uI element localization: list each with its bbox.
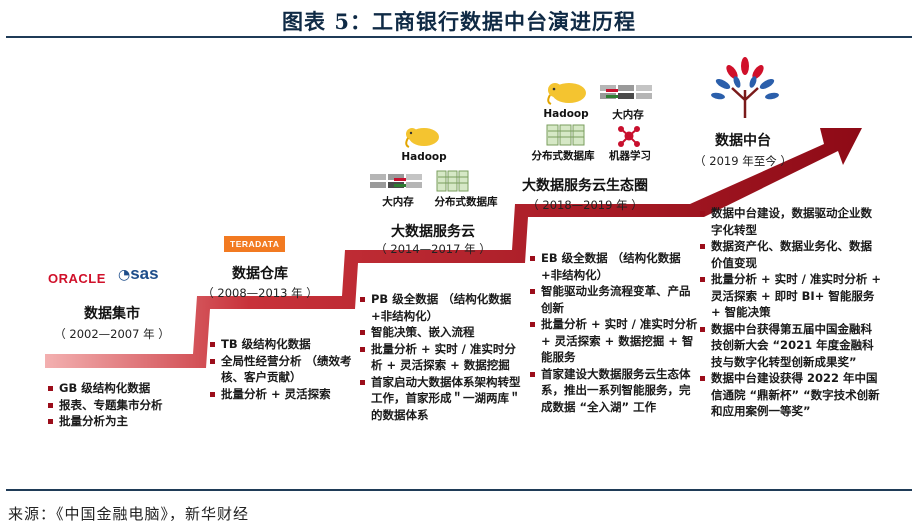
staircase-path [45,128,862,368]
list-item: 批量分析 + 实时 / 准实时分析 + 灵活探索 + 即时 BI+ 智能服务 +… [700,271,882,321]
figure-title: 图表 5：工商银行数据中台演进历程 [282,9,636,34]
list-item: 智能驱动业务流程变革、产品创新 [530,283,698,316]
list-item: 智能决策、嵌入流程 [360,324,526,341]
list-item: 数据中台建设，数据驱动企业数字化转型 [700,205,882,238]
distributed-db-icon [436,170,469,192]
machine-learning-label: 机器学习 [609,150,651,162]
big-memory-icon [600,85,652,99]
stage-4-title: 大数据服务云生态圈 [522,178,648,194]
stage-3-period: （ 2014—2017 年 ） [375,242,491,256]
list-item: PB 级全数据 （结构化数据+非结构化） [360,291,526,324]
list-item: 批量分析 + 实时 / 准实时分析 + 灵活探索 + 数据挖掘 + 智能服务 [530,316,698,366]
stage-3-bullets: PB 级全数据 （结构化数据+非结构化） 智能决策、嵌入流程 批量分析 + 实时… [360,291,526,423]
stage-5-bullets: 数据中台建设，数据驱动企业数字化转型 数据资产化、数据业务化、数据价值变现 批量… [700,205,882,420]
list-item: TB 级结构化数据 [210,336,360,353]
stage-2-period: （ 2008—2013 年 ） [202,286,318,300]
list-item: 批量分析 + 灵活探索 [210,386,360,403]
distributed-db-icon [546,124,585,146]
distributed-db-label: 分布式数据库 [531,150,595,162]
list-item: 报表、专题集市分析 [48,397,198,414]
data-platform-tree-logo [711,57,779,118]
list-item: 批量分析为主 [48,413,198,430]
list-item: 首家建设大数据服务云生态体系，推出一系列智能服务，完成数据 “全入湖” 工作 [530,366,698,416]
stage-1-title: 数据集市 [84,306,140,322]
sas-logo: ◔sas [118,264,159,283]
hadoop-label: Hadoop [543,108,589,120]
stage-4-period: （ 2018—2019 年 ） [527,198,643,212]
oracle-logo: ORACLE [48,271,106,286]
hadoop-label: Hadoop [401,151,447,163]
list-item: 批量分析 + 实时 / 准实时分析 + 灵活探索 + 数据挖掘 [360,341,526,374]
big-memory-label: 大内存 [612,109,644,121]
hadoop-elephant-icon [547,83,586,105]
stage-2-title: 数据仓库 [232,266,288,282]
stage-5-title: 数据中台 [715,133,771,149]
list-item: 数据资产化、数据业务化、数据价值变现 [700,238,882,271]
stage-1-period: （ 2002—2007 年 ） [54,327,170,341]
list-item: 首家启动大数据体系架构转型工作，首家形成＂一湖两库＂的数据体系 [360,374,526,424]
list-item: 数据中台建设获得 2022 年中国信通院 “鼎新杯” “数字技术创新和应用案例一… [700,370,882,420]
source-note: 来源：《中国金融电脑》，新华财经 [8,505,250,523]
list-item: GB 级结构化数据 [48,380,198,397]
machine-learning-icon [618,126,640,147]
list-item: 数据中台获得第五届中国金融科技创新大会 “2021 年度金融科技与数字化转型创新… [700,321,882,371]
stage-1-bullets: GB 级结构化数据 报表、专题集市分析 批量分析为主 [48,380,198,430]
teradata-logo: TERADATA [224,232,286,252]
stage-3-title: 大数据服务云 [391,224,475,240]
stage-2-bullets: TB 级结构化数据 全局性经营分析 （绩效考核、客户贡献） 批量分析 + 灵活探… [210,336,360,402]
stage-5-period: （ 2019 年至今 ） [694,154,792,168]
footer-rule [6,489,912,491]
title-rule [6,36,912,38]
stage-4-bullets: EB 级全数据 （结构化数据+非结构化） 智能驱动业务流程变革、产品创新 批量分… [530,250,698,415]
big-memory-icon [370,174,422,188]
distributed-db-label: 分布式数据库 [434,196,498,208]
hadoop-elephant-icon [405,128,439,148]
list-item: EB 级全数据 （结构化数据+非结构化） [530,250,698,283]
list-item: 全局性经营分析 （绩效考核、客户贡献） [210,353,360,386]
big-memory-label: 大内存 [382,196,414,208]
